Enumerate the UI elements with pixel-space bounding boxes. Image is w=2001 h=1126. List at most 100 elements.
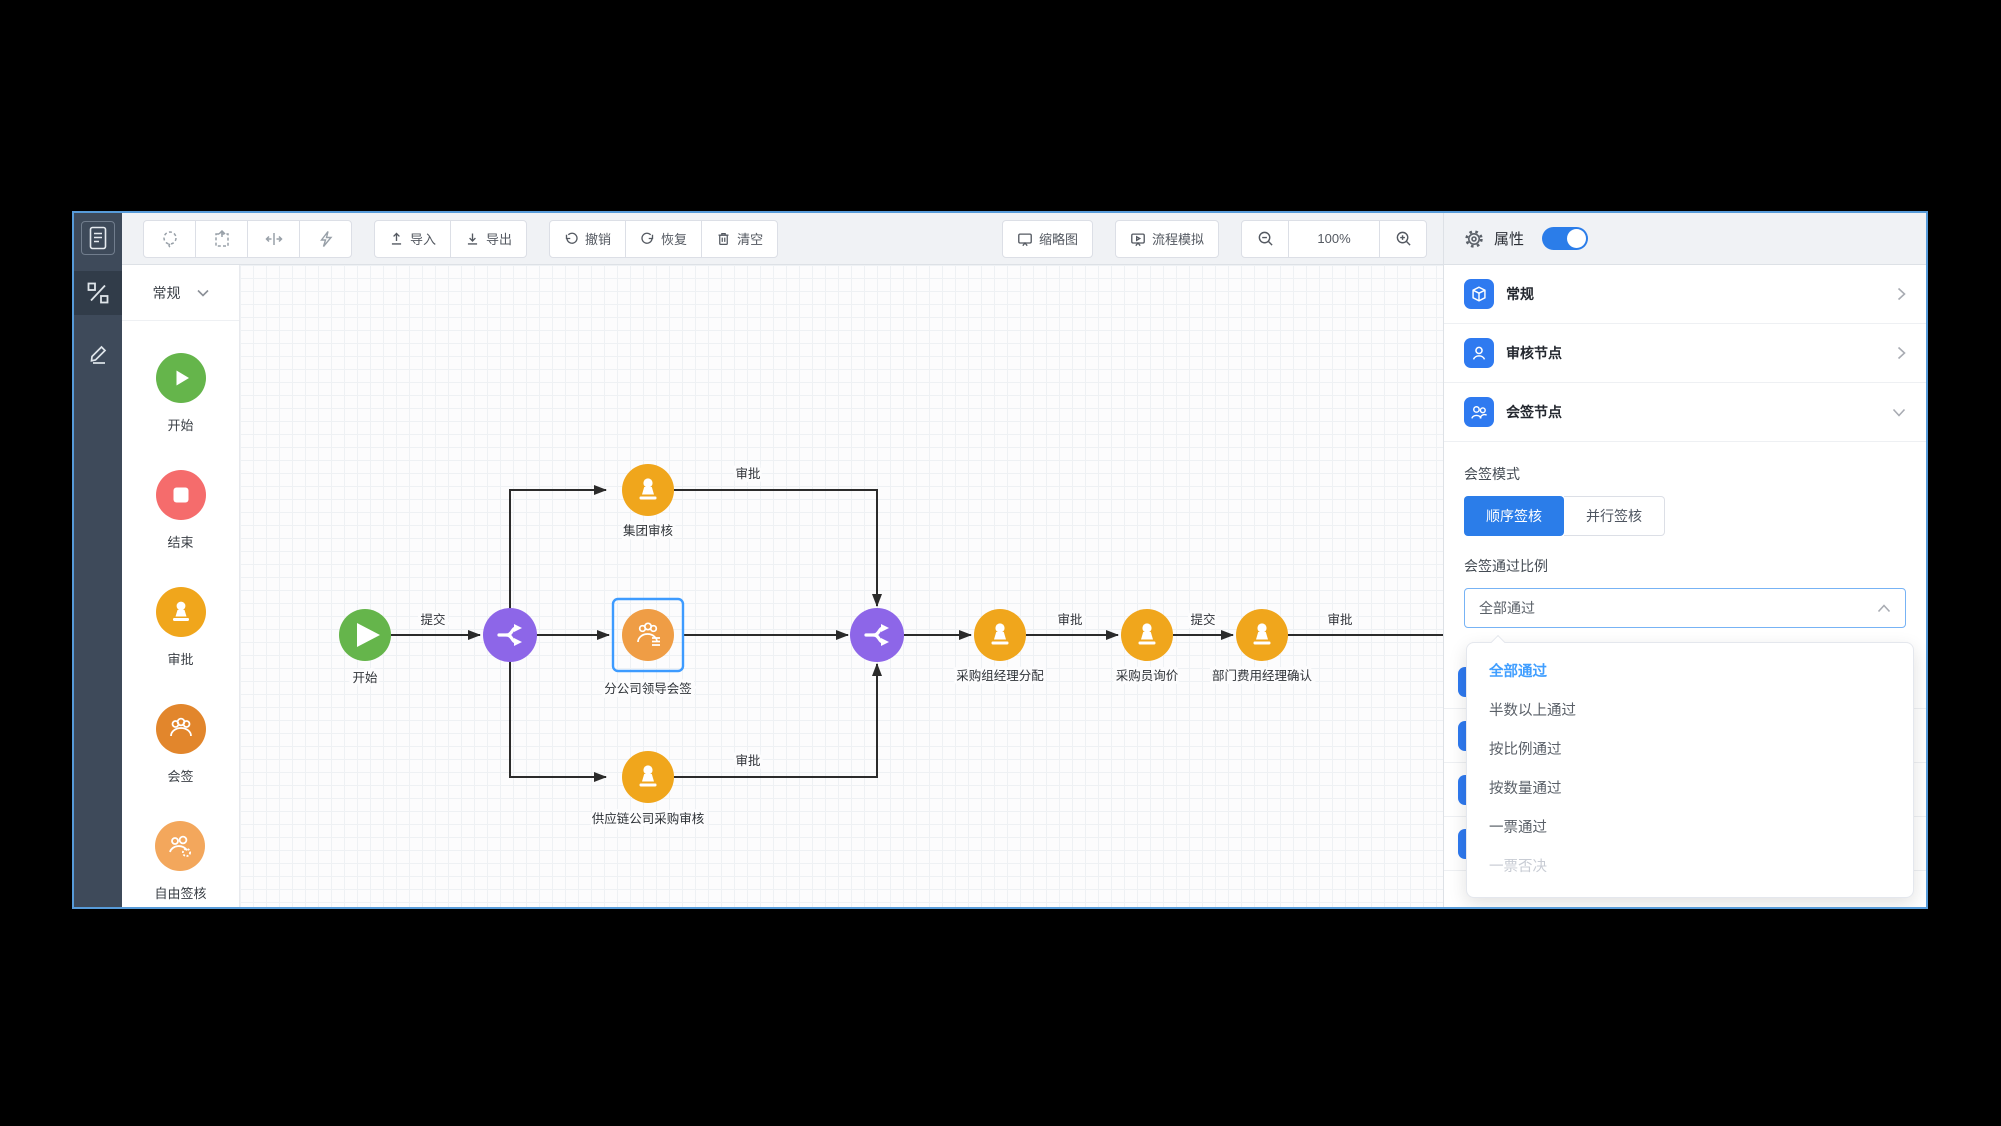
option-one-vote-veto: 一票否决: [1489, 859, 1547, 875]
parallel-sign-button[interactable]: 并行签核: [1564, 496, 1665, 536]
chevron-down-icon: [1892, 408, 1906, 417]
split-icon: [497, 624, 522, 646]
end-node-icon: [155, 470, 206, 520]
users-gear-icon: [155, 821, 206, 871]
chevron-right-icon: [1897, 346, 1906, 360]
properties-title: 属性: [1494, 231, 1525, 248]
lasso-icon[interactable]: [143, 219, 196, 258]
pass-ratio-select[interactable]: 全部通过: [1464, 588, 1906, 628]
selection-outline: [611, 597, 685, 673]
export-button[interactable]: 导出: [450, 219, 528, 258]
palette-item-label: 开始: [167, 418, 194, 433]
undo-icon: [565, 232, 578, 244]
section-review-node[interactable]: 审核节点: [1444, 324, 1926, 383]
properties-toggle[interactable]: [1542, 227, 1589, 250]
clear-button[interactable]: 清空: [701, 219, 779, 258]
node-supply-review[interactable]: 供应链公司采购审核: [589, 751, 708, 829]
option-count-pass[interactable]: 按数量通过: [1489, 781, 1562, 797]
section-countersign-node[interactable]: 会签节点: [1444, 383, 1926, 442]
undo-label: 撤销: [585, 232, 612, 247]
import-button[interactable]: 导入: [374, 219, 452, 258]
redo-icon: [641, 232, 654, 244]
start-node-icon: [155, 353, 206, 403]
option-ratio-pass[interactable]: 按比例通过: [1489, 742, 1562, 758]
palette-item-approval[interactable]: 审批: [155, 587, 206, 668]
node-label: 集团审核: [623, 523, 674, 538]
section-label: 常规: [1506, 286, 1534, 302]
dropdown-notch: [1490, 634, 1506, 650]
bolt-icon[interactable]: [299, 219, 352, 258]
node-label: 分公司领导会签: [604, 681, 692, 696]
node-assign[interactable]: 采购组经理分配: [953, 609, 1047, 686]
download-icon: [467, 233, 478, 245]
countersign-settings: 会签模式 顺序签核 并行签核 会签通过比例 全部通过: [1444, 442, 1926, 628]
flow-design-icon[interactable]: [74, 271, 122, 315]
edge-labels: 提交 审批 审批 审批 提交 审批: [417, 463, 1355, 771]
io-group: 导入 导出: [374, 219, 528, 258]
pass-ratio-value: 全部通过: [1479, 600, 1535, 616]
section-label: 会签节点: [1506, 404, 1562, 420]
section-general[interactable]: 常规: [1444, 265, 1926, 324]
palette-item-free-sign[interactable]: 自由签核: [154, 821, 207, 902]
edge-label: 审批: [1057, 612, 1082, 627]
edge-label: 审批: [735, 466, 760, 481]
document-icon[interactable]: [81, 221, 115, 255]
node-label: 部门费用经理确认: [1212, 668, 1313, 683]
workflow-designer-window: 导入 导出 撤销: [72, 211, 1928, 909]
node-start[interactable]: 开始: [339, 609, 391, 688]
option-all-pass[interactable]: 全部通过: [1489, 664, 1547, 680]
node-confirm[interactable]: 部门费用经理确认: [1209, 609, 1315, 686]
fit-width-icon[interactable]: [247, 219, 300, 258]
zoom-in-icon[interactable]: [1379, 219, 1427, 258]
chevron-down-icon: [196, 289, 209, 297]
play-icon: [357, 623, 380, 647]
stamp-icon: [639, 478, 657, 500]
stamp-icon: [155, 587, 206, 637]
palette-item-countersign[interactable]: 会签: [155, 704, 206, 785]
redo-label: 恢复: [661, 232, 688, 247]
export-label: 导出: [486, 232, 513, 247]
view-tools-group: [143, 219, 352, 258]
minimap-label: 缩略图: [1038, 232, 1078, 247]
pencil-icon[interactable]: [74, 331, 122, 375]
edge: [674, 663, 882, 778]
zoom-level[interactable]: 100%: [1288, 219, 1380, 258]
node-inquiry[interactable]: 采购员询价: [1113, 609, 1182, 686]
edges: [391, 485, 1443, 782]
palette-item-label: 会签: [167, 769, 194, 784]
zoom-out-icon[interactable]: [1241, 219, 1289, 258]
redo-button[interactable]: 恢复: [625, 219, 703, 258]
sequential-sign-button[interactable]: 顺序签核: [1464, 496, 1564, 536]
sign-mode-label: 会签模式: [1464, 466, 1520, 482]
minimap-button[interactable]: 缩略图: [1001, 219, 1093, 258]
marquee-select-icon[interactable]: [195, 219, 248, 258]
palette-category-label: 常规: [152, 284, 181, 301]
edge-label: 提交: [420, 612, 445, 627]
node-branch-countersign[interactable]: 分公司领导会签: [601, 597, 695, 699]
simulate-button[interactable]: 流程模拟: [1114, 219, 1219, 258]
option-one-vote-pass[interactable]: 一票通过: [1489, 820, 1547, 836]
palette-item-label: 自由签核: [154, 886, 207, 901]
palette-category[interactable]: 常规: [122, 265, 239, 321]
node-group-review[interactable]: 集团审核: [620, 464, 676, 541]
option-majority-pass[interactable]: 半数以上通过: [1489, 703, 1576, 719]
palette-item-label: 结束: [167, 535, 194, 550]
edge: [674, 489, 882, 607]
minimap-icon: [1018, 232, 1032, 246]
node-gateway-2[interactable]: [850, 608, 904, 662]
palette-item-start[interactable]: 开始: [155, 353, 206, 434]
node-label: 供应链公司采购审核: [592, 811, 705, 826]
cube-icon: [1464, 279, 1494, 309]
history-group: 撤销 恢复 清空: [549, 219, 779, 258]
edge-label: 审批: [735, 753, 760, 768]
pass-ratio-label: 会签通过比例: [1464, 558, 1548, 574]
pass-ratio-dropdown: 全部通过 半数以上通过 按比例通过 按数量通过 一票通过 一票否决: [1466, 634, 1914, 898]
stamp-icon: [1138, 623, 1156, 645]
node-gateway-1[interactable]: [483, 608, 537, 662]
palette-item-end[interactable]: 结束: [155, 470, 206, 551]
stamp-icon: [639, 765, 657, 787]
undo-button[interactable]: 撤销: [549, 219, 627, 258]
edge-label: 提交: [1190, 612, 1215, 627]
toolbar: 导入 导出 撤销: [122, 213, 1926, 265]
flow-canvas[interactable]: 提交 审批 审批 审批 提交 审批 开始: [240, 265, 1443, 907]
